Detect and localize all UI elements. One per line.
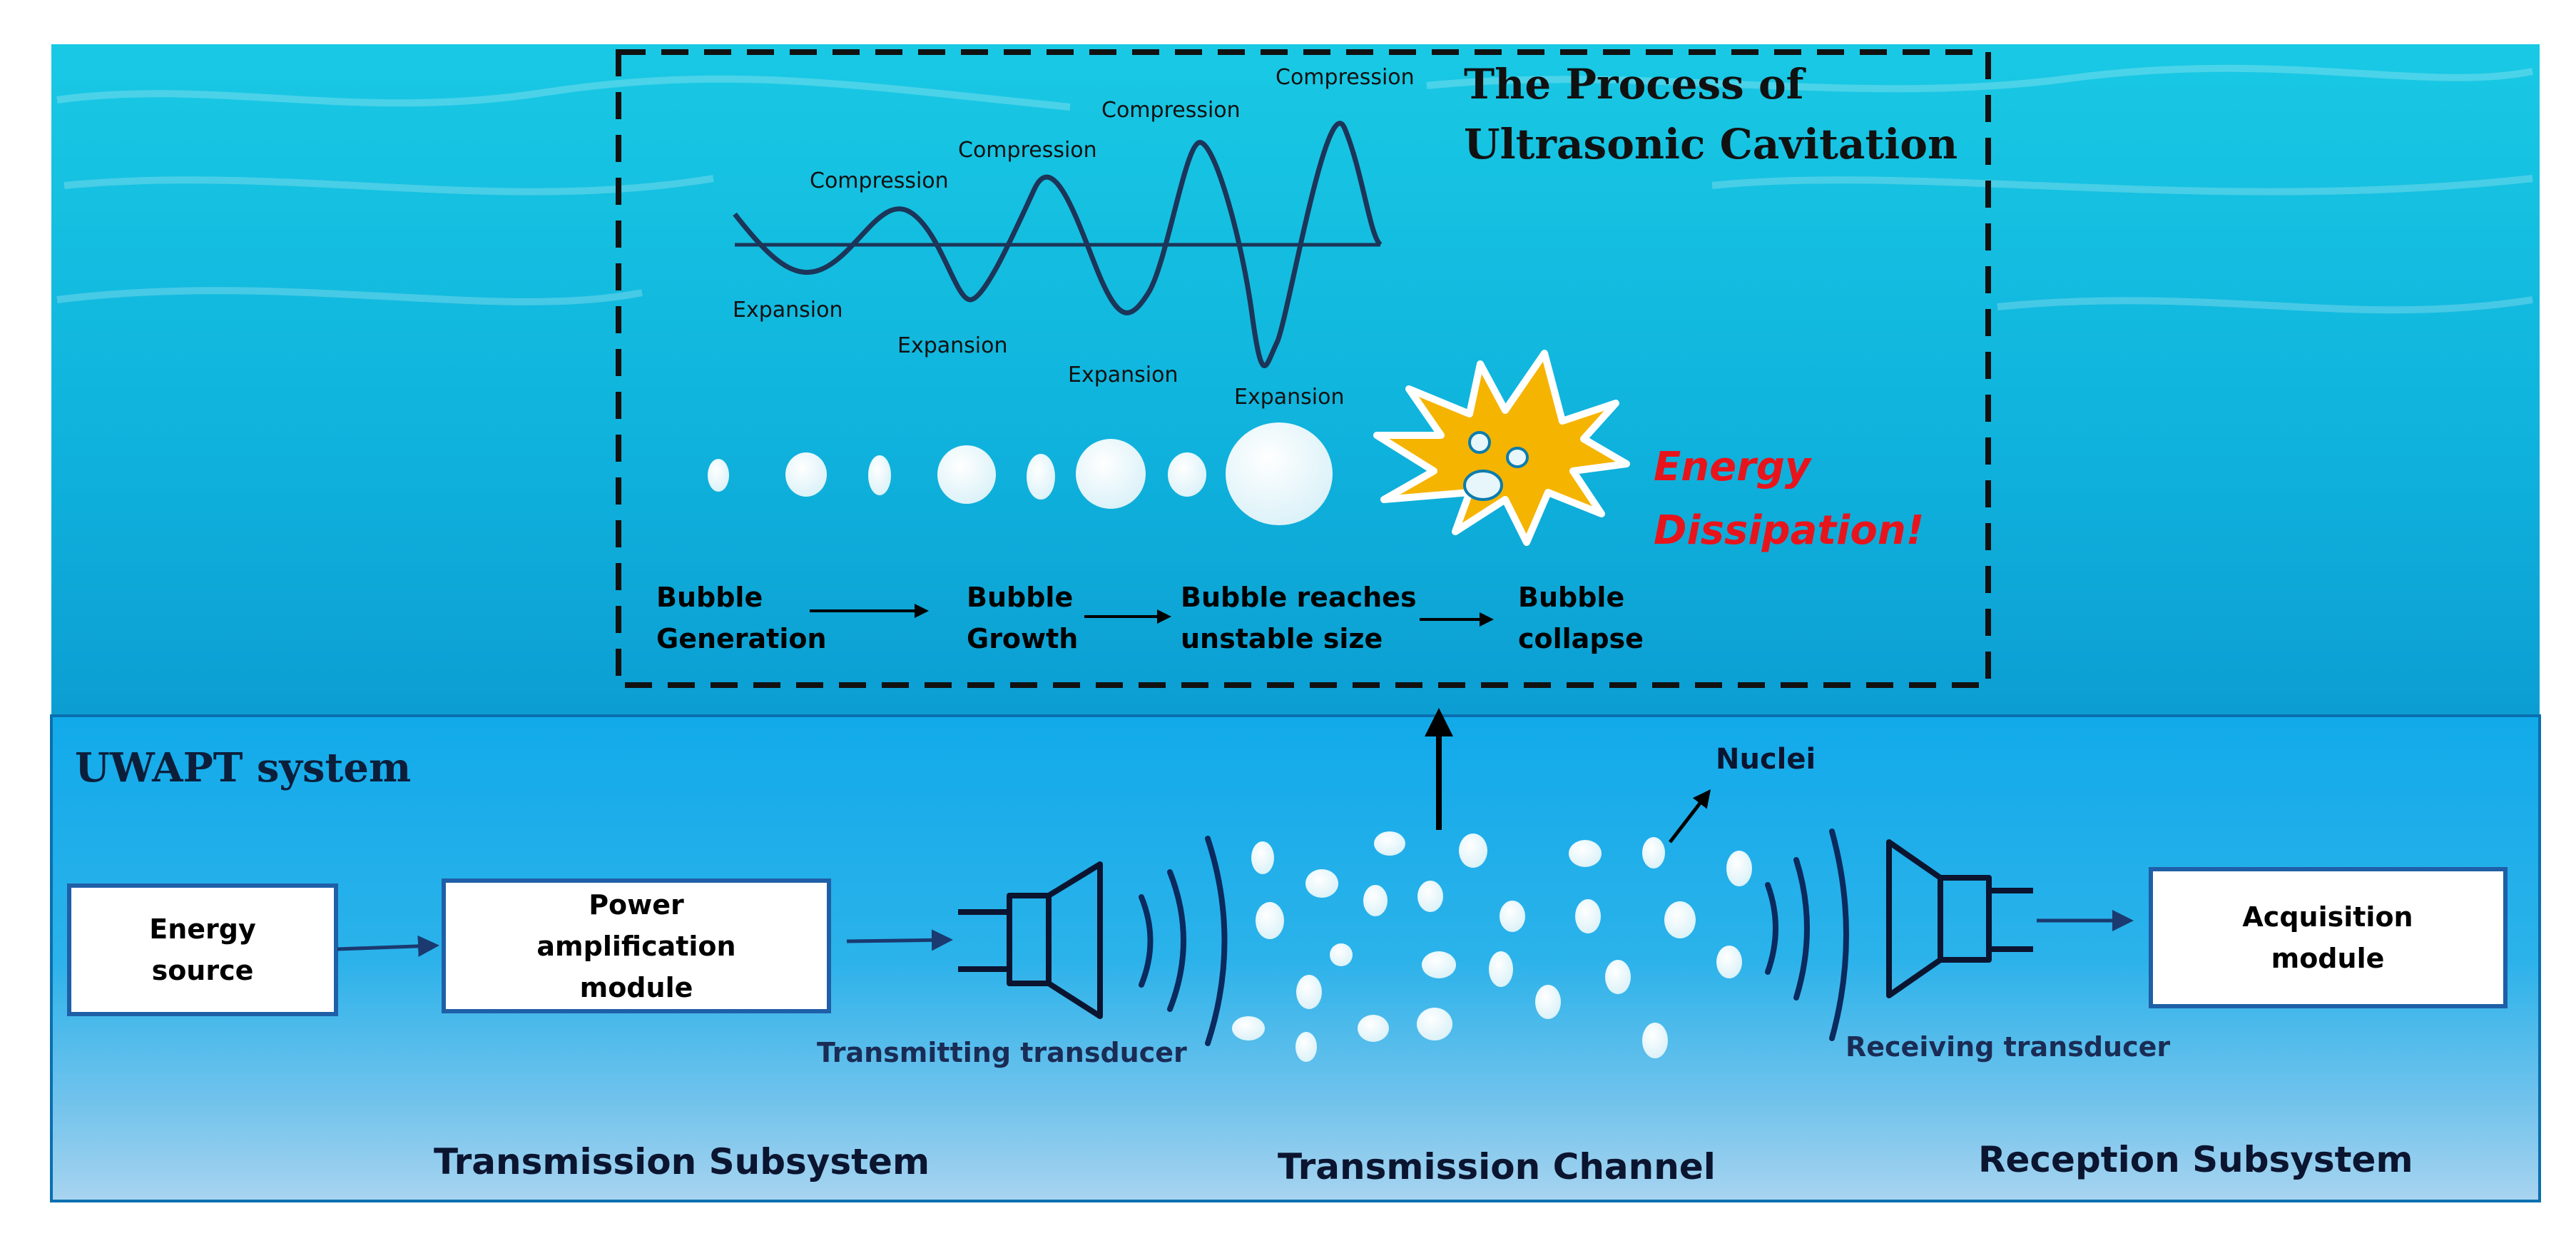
transmit-wave-arcs <box>1139 836 1228 1046</box>
cavitation-title-line1: The Process of <box>1464 60 1807 108</box>
compression-label-4: Compression <box>1276 65 1415 90</box>
stage-unstable-line2: unstable size <box>1181 623 1383 654</box>
uwapt-system-title: UWAPT system <box>75 744 411 791</box>
receiving-transducer-label: Receiving transducer <box>1846 1031 2170 1063</box>
expansion-label-4: Expansion <box>1234 385 1344 410</box>
acquisition-line1: Acquisition <box>2242 901 2413 933</box>
compression-label-2: Compression <box>958 138 1097 163</box>
stage-growth-line2: Growth <box>967 623 1078 654</box>
stage-collapse-line2: collapse <box>1518 623 1644 654</box>
nucleus <box>1232 1016 1265 1040</box>
power-amp-line2: amplification <box>536 931 735 962</box>
compression-label-3: Compression <box>1101 98 1241 123</box>
compression-label-1: Compression <box>810 168 949 193</box>
nucleus <box>1358 1015 1389 1042</box>
nucleus <box>1417 1008 1452 1040</box>
nucleus <box>1422 951 1456 978</box>
nuclei-pointer-arrow <box>1669 789 1711 844</box>
energy-source-line1: Energy <box>149 913 256 945</box>
nucleus <box>1305 869 1338 898</box>
bubble-2 <box>785 452 827 497</box>
power-amp-line1: Power <box>589 889 684 921</box>
nucleus <box>1726 851 1752 886</box>
energy-source-line2: source <box>152 955 254 986</box>
bubble-8 <box>1226 422 1333 525</box>
stage-generation-line1: Bubble <box>656 582 763 613</box>
nucleus <box>1642 1023 1668 1058</box>
nucleus <box>1605 960 1631 994</box>
bubble-growth-sequence <box>708 422 1333 525</box>
nucleus <box>1642 837 1665 868</box>
acquisition-module-block <box>2149 867 2508 1008</box>
burst-bubble-3 <box>1463 470 1503 501</box>
arrow-amp-to-transducer <box>846 929 953 951</box>
nuclei-bubbles <box>1232 831 1752 1062</box>
stage-collapse-line1: Bubble <box>1518 582 1624 613</box>
nucleus <box>1417 881 1443 912</box>
power-amplification-block <box>442 878 831 1013</box>
energy-source-block <box>67 883 338 1016</box>
nucleus <box>1374 831 1405 856</box>
transmission-channel-label: Transmission Channel <box>1278 1146 1716 1187</box>
burst-bubble-2 <box>1506 447 1529 468</box>
nucleus <box>1489 951 1513 987</box>
nucleus <box>1575 899 1601 933</box>
bubble-6 <box>1076 439 1146 509</box>
nucleus <box>1251 841 1274 874</box>
nucleus <box>1363 885 1388 916</box>
energy-dissipation-line1: Energy <box>1654 444 1813 490</box>
bubble-1 <box>708 459 729 492</box>
reception-subsystem-label: Reception Subsystem <box>1978 1139 2413 1180</box>
cavitation-title-line2: Ultrasonic Cavitation <box>1464 120 1958 168</box>
power-amp-line3: module <box>580 972 693 1003</box>
receive-wave-arcs <box>1765 829 1849 1041</box>
acquisition-line2: module <box>2271 943 2385 974</box>
transmitting-transducer-icon <box>958 861 1103 1019</box>
burst-star-icon <box>1373 350 1630 546</box>
energy-dissipation-line2: Dissipation! <box>1654 507 1924 554</box>
bubble-3 <box>868 455 891 495</box>
burst-bubble-1 <box>1468 431 1491 454</box>
sea-texture <box>56 64 2533 314</box>
receiving-transducer-icon <box>1886 839 2033 998</box>
nucleus <box>1295 1032 1317 1062</box>
transmission-subsystem-label: Transmission Subsystem <box>434 1141 930 1182</box>
nucleus <box>1500 901 1525 932</box>
transmitting-transducer-label: Transmitting transducer <box>817 1037 1187 1068</box>
bubble-4 <box>937 445 996 504</box>
nucleus <box>1535 985 1561 1019</box>
expansion-label-2: Expansion <box>897 333 1007 358</box>
nucleus <box>1256 902 1284 939</box>
bubble-collapse-burst <box>1373 350 1630 546</box>
stage-generation-line2: Generation <box>656 623 827 654</box>
nucleus <box>1569 840 1602 867</box>
cavitation-process-box <box>616 49 1991 688</box>
bubble-7 <box>1168 452 1206 497</box>
ultrasonic-wave <box>733 121 1383 368</box>
nucleus <box>1716 946 1742 978</box>
bubble-5 <box>1027 454 1055 500</box>
expansion-label-1: Expansion <box>733 298 842 323</box>
stage-unstable-line1: Bubble reaches <box>1181 582 1417 613</box>
stage-growth-line1: Bubble <box>967 582 1073 613</box>
arrow-energy-to-amp <box>337 935 439 957</box>
nuclei-label: Nuclei <box>1716 743 1816 776</box>
expansion-label-3: Expansion <box>1068 363 1178 388</box>
nucleus <box>1664 901 1696 938</box>
nucleus <box>1459 834 1487 868</box>
nucleus <box>1330 943 1353 966</box>
nucleus <box>1296 975 1322 1009</box>
